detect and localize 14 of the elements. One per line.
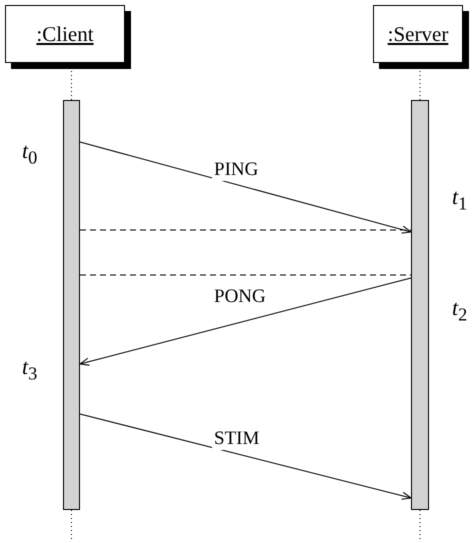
activation-bar: [63, 100, 80, 510]
time-label: t$_{0}$: [22, 140, 38, 167]
dashed-line: [80, 274, 412, 276]
message-arrow: [79, 278, 412, 366]
object-name: :Client: [36, 22, 94, 46]
message-arrow: [80, 142, 412, 234]
object-name: :Server: [388, 22, 448, 46]
time-label: t$_{2}$: [452, 297, 468, 324]
message-arrow: [80, 414, 412, 500]
time-label: t$_{3}$: [22, 356, 38, 383]
edge-label: STIM: [212, 429, 262, 450]
edge-label: PING: [212, 160, 260, 181]
time-label: t$_{1}$: [452, 186, 468, 213]
activation-bar: [411, 100, 429, 510]
